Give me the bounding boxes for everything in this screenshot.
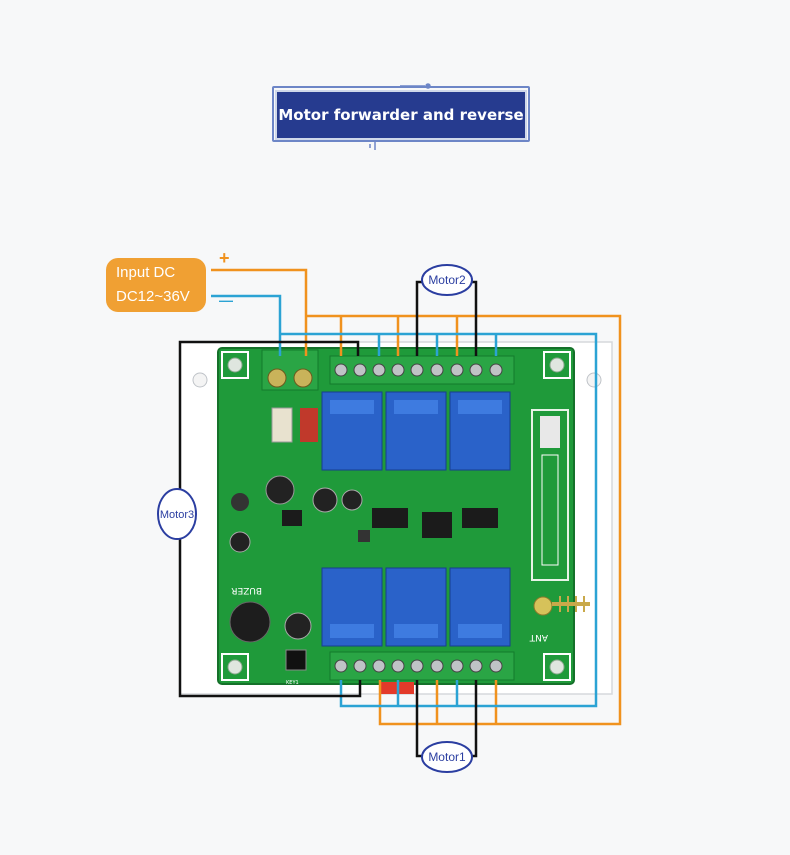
rf-module [531,409,590,616]
title-decoration [369,83,431,150]
mount-hole-right [586,372,602,388]
bottom-terminals [329,651,515,694]
silk-buzer: BUZER [231,585,262,595]
input-dc-line2: DC12~36V [116,288,190,305]
title-frame [272,86,530,142]
components [229,407,363,671]
motor3-label: Motor3 [160,509,194,521]
silk-ant: ANT [529,632,548,642]
input-dc-line1: Input DC [116,264,176,281]
corner-pads [221,351,571,681]
input-dc-label: Input DC DC12~36V [106,258,206,312]
top-terminals [261,349,515,391]
plus-sign: + [219,248,230,268]
orange-wires [211,268,622,726]
ics [358,508,498,542]
motor-ellipses [157,264,473,773]
mount-hole-left [192,372,208,388]
corner-holes [227,357,565,675]
motor1-label: Motor1 [428,750,466,764]
relays-bottom [321,567,511,647]
diagram-title: Motor forwarder and reverse [277,92,525,138]
motor2-label: Motor2 [428,273,466,287]
blue-wires [211,294,598,708]
relays-top [321,391,511,471]
silk-key: KEY1 [286,680,299,686]
